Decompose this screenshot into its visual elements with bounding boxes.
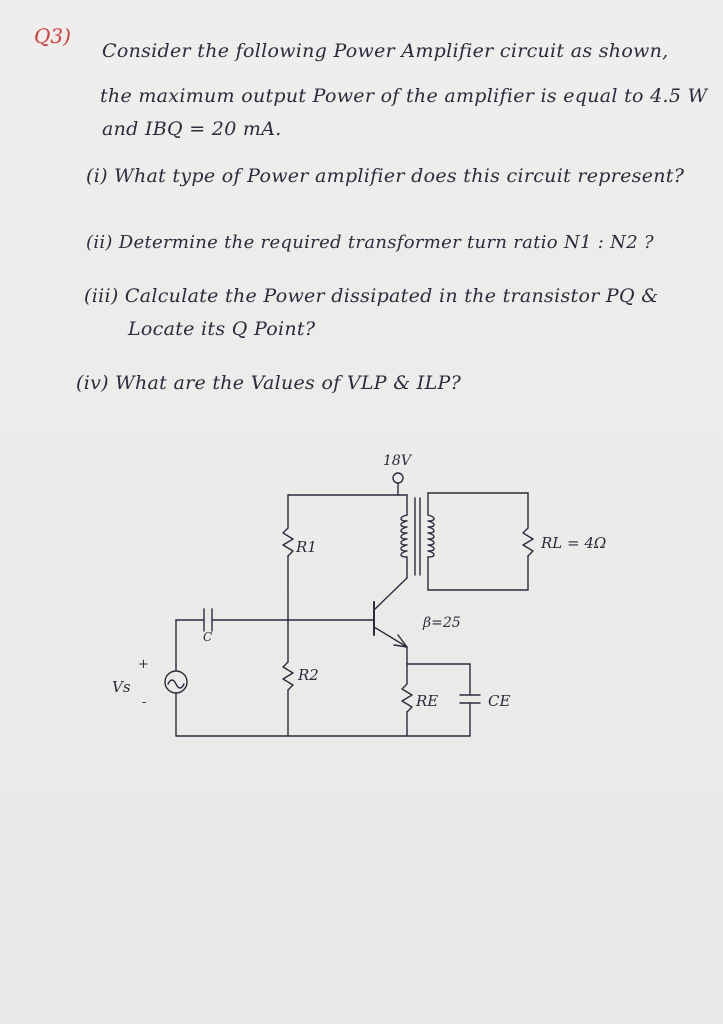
re-resistor bbox=[401, 683, 413, 713]
source-plus-sign: + bbox=[138, 657, 149, 672]
part-iii-text: (iii) Calculate the Power dissipated in … bbox=[84, 285, 659, 307]
part-iii-text-continued: Locate its Q Point? bbox=[128, 318, 316, 340]
transformer-primary-coil bbox=[400, 514, 408, 558]
supply-voltage-label: 18V bbox=[383, 453, 413, 469]
r2-label: R2 bbox=[297, 666, 319, 684]
part-ii-text: (ii) Determine the required transformer … bbox=[86, 232, 654, 253]
transformer-secondary-coil bbox=[427, 514, 435, 558]
beta-label: β=25 bbox=[422, 615, 461, 631]
r2-resistor bbox=[282, 661, 294, 691]
ce-label: CE bbox=[488, 692, 510, 710]
r1-label: R1 bbox=[295, 538, 317, 556]
part-i-text: (i) What type of Power amplifier does th… bbox=[86, 165, 685, 187]
rl-label: RL = 4Ω bbox=[540, 534, 606, 552]
source-minus-sign: - bbox=[142, 695, 146, 710]
supply-terminal bbox=[392, 472, 404, 484]
coupling-capacitor-label: C bbox=[203, 630, 212, 644]
ac-source bbox=[164, 670, 188, 694]
re-label: RE bbox=[415, 692, 438, 710]
ac-sine-icon bbox=[167, 679, 185, 689]
vs-label: Vs bbox=[112, 678, 131, 696]
question-number: Q3) bbox=[34, 24, 71, 48]
transistor-collector bbox=[373, 577, 408, 611]
transistor-emitter bbox=[373, 626, 408, 648]
r1-resistor bbox=[282, 527, 294, 557]
part-iv-text: (iv) What are the Values of VLP & ILP? bbox=[76, 372, 462, 394]
question-line-2: the maximum output Power of the amplifie… bbox=[100, 85, 708, 107]
rl-resistor bbox=[522, 527, 534, 557]
question-line-3: and IBQ = 20 mA. bbox=[102, 118, 282, 140]
question-line-1: Consider the following Power Amplifier c… bbox=[102, 40, 669, 62]
